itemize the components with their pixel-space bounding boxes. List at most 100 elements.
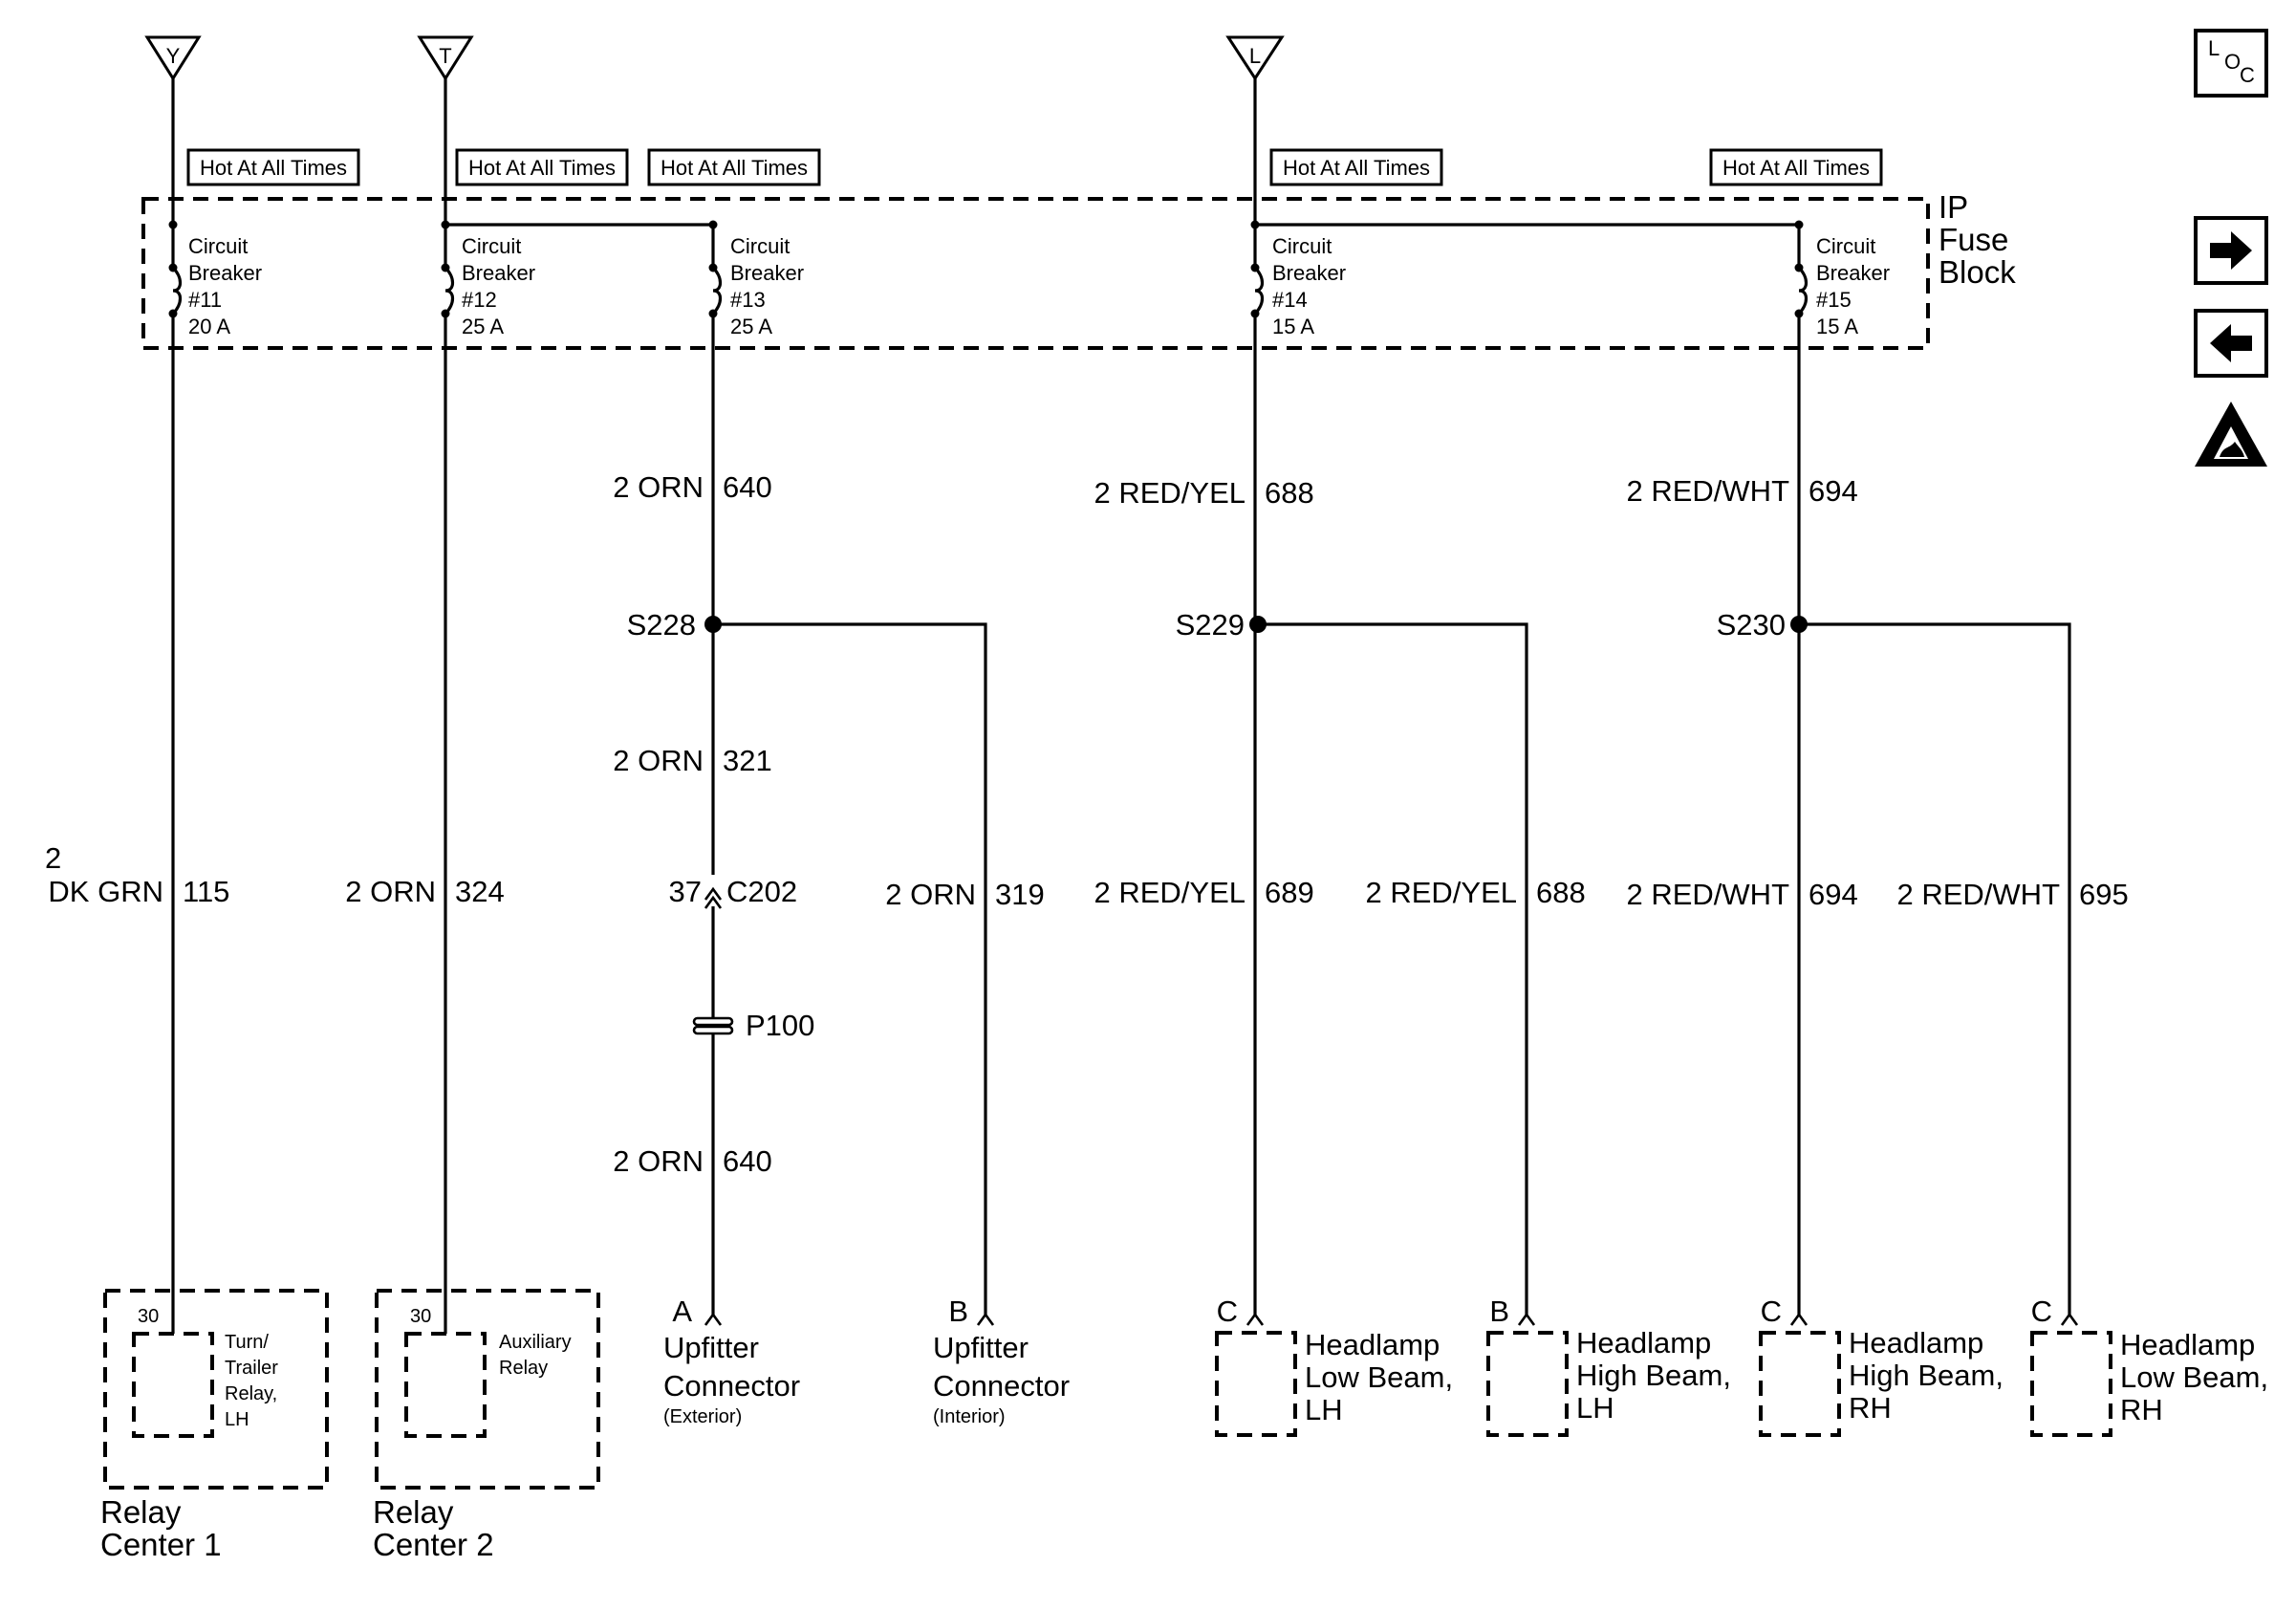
power-source-t: T: [417, 35, 474, 81]
previous-arrow-icon[interactable]: [2194, 309, 2268, 378]
svg-text:O: O: [2224, 50, 2241, 74]
svg-text:LH: LH: [1576, 1391, 1614, 1425]
svg-text:640: 640: [723, 470, 772, 504]
svg-text:694: 694: [1809, 474, 1858, 508]
circuit-breaker-13-label: Circuit Breaker #13 25 A: [730, 234, 804, 338]
wire-label-321: 2 ORN 321: [613, 744, 771, 777]
svg-text:#12: #12: [462, 288, 497, 312]
svg-text:Fuse: Fuse: [1939, 222, 2008, 257]
svg-text:Hot At All Times: Hot At All Times: [468, 156, 616, 180]
circuit-breaker-15-label: Circuit Breaker #15 15 A: [1816, 234, 1890, 338]
loc-icon[interactable]: L O C: [2194, 29, 2268, 98]
svg-text:324: 324: [455, 875, 505, 908]
hot-at-all-times-label: Hot At All Times: [186, 148, 360, 186]
svg-text:2: 2: [45, 841, 61, 875]
splice-s230: S230: [1717, 608, 1808, 642]
svg-text:Hot At All Times: Hot At All Times: [1283, 156, 1430, 180]
svg-text:(Interior): (Interior): [933, 1406, 1006, 1427]
svg-text:S230: S230: [1717, 608, 1786, 642]
branch-wire-688: [1255, 622, 1528, 1315]
svg-text:Hot At All Times: Hot At All Times: [1722, 156, 1870, 180]
svg-text:Breaker: Breaker: [462, 261, 535, 285]
svg-text:2 RED/WHT: 2 RED/WHT: [1627, 878, 1790, 911]
wire-label-640-top: 2 ORN 640: [613, 470, 771, 504]
circuit-breaker-14-label: Circuit Breaker #14 15 A: [1272, 234, 1346, 338]
svg-text:Circuit: Circuit: [730, 234, 790, 258]
svg-text:2 ORN: 2 ORN: [613, 744, 704, 777]
svg-text:Low Beam,: Low Beam,: [1305, 1360, 1453, 1394]
connector-c202: 37 C202: [669, 875, 797, 909]
svg-text:Y: Y: [166, 44, 181, 68]
svg-text:Trailer: Trailer: [225, 1358, 278, 1379]
svg-text:Hot At All Times: Hot At All Times: [661, 156, 808, 180]
svg-text:Circuit: Circuit: [462, 234, 521, 258]
svg-text:2 RED/YEL: 2 RED/YEL: [1094, 476, 1245, 510]
svg-text:C: C: [2240, 63, 2255, 87]
upfitter-connector-interior: B Upfitter Connector (Interior): [933, 1295, 1070, 1427]
svg-text:C: C: [1217, 1295, 1238, 1328]
circuit-breaker-symbol: [1253, 266, 1265, 315]
wire-label-694-top: 2 RED/WHT 694: [1627, 474, 1858, 508]
svg-text:695: 695: [2079, 878, 2129, 911]
circuit-breaker-12-label: Circuit Breaker #12 25 A: [462, 234, 535, 338]
svg-text:LH: LH: [225, 1409, 249, 1430]
svg-text:Headlamp: Headlamp: [1849, 1326, 1983, 1360]
svg-text:#15: #15: [1816, 288, 1852, 312]
hot-at-all-times-label: Hot At All Times: [1269, 148, 1443, 186]
circuit-breaker-11-label: Circuit Breaker #11 20 A: [188, 234, 262, 338]
svg-text:25 A: 25 A: [730, 315, 772, 338]
svg-text:Center 1: Center 1: [100, 1527, 222, 1562]
svg-text:A: A: [672, 1295, 692, 1328]
svg-text:RH: RH: [2120, 1393, 2163, 1426]
hot-at-all-times-label: Hot At All Times: [455, 148, 629, 186]
esd-warning-icon[interactable]: [2195, 402, 2267, 467]
svg-text:20 A: 20 A: [188, 315, 230, 338]
svg-text:Low Beam,: Low Beam,: [2120, 1360, 2268, 1394]
svg-text:2 RED/WHT: 2 RED/WHT: [1627, 474, 1790, 508]
svg-text:688: 688: [1265, 476, 1314, 510]
svg-text:S229: S229: [1176, 608, 1245, 642]
next-arrow-icon[interactable]: [2194, 216, 2268, 285]
svg-text:T: T: [439, 44, 451, 68]
svg-text:Breaker: Breaker: [1816, 261, 1890, 285]
svg-text:2 ORN: 2 ORN: [613, 1144, 704, 1178]
svg-text:#11: #11: [188, 288, 222, 312]
svg-text:30: 30: [410, 1306, 431, 1327]
svg-text:IP: IP: [1939, 189, 1968, 225]
svg-text:25 A: 25 A: [462, 315, 504, 338]
wire-label-694-low: 2 RED/WHT 694: [1627, 878, 1858, 911]
svg-text:#14: #14: [1272, 288, 1308, 312]
svg-text:Relay: Relay: [100, 1494, 182, 1530]
headlamp-high-beam-rh: C Headlamp High Beam, RH: [1759, 1295, 2004, 1437]
svg-text:688: 688: [1536, 876, 1586, 909]
svg-text:319: 319: [995, 878, 1045, 911]
hot-at-all-times-label: Hot At All Times: [647, 148, 821, 186]
svg-text:15 A: 15 A: [1816, 315, 1858, 338]
svg-text:2 ORN: 2 ORN: [345, 875, 436, 908]
svg-text:L: L: [1249, 44, 1261, 68]
svg-text:2 RED/WHT: 2 RED/WHT: [1897, 878, 2061, 911]
headlamp-low-beam-rh: C Headlamp Low Beam, RH: [2030, 1295, 2268, 1437]
connector-p100: P100: [692, 1009, 814, 1042]
svg-text:Circuit: Circuit: [188, 234, 248, 258]
circuit-breaker-symbol: [171, 266, 183, 315]
svg-text:B: B: [948, 1295, 968, 1328]
svg-text:Circuit: Circuit: [1272, 234, 1332, 258]
svg-text:2 ORN: 2 ORN: [885, 878, 976, 911]
svg-text:689: 689: [1265, 876, 1314, 909]
svg-text:Turn/: Turn/: [225, 1332, 269, 1353]
branch-wire-695: [1799, 622, 2071, 1315]
svg-text:Connector: Connector: [933, 1369, 1070, 1403]
svg-text:30: 30: [138, 1306, 159, 1327]
wire-label-640-low: 2 ORN 640: [613, 1144, 771, 1178]
power-source-y: Y: [144, 35, 202, 81]
svg-text:Breaker: Breaker: [730, 261, 804, 285]
svg-text:C202: C202: [726, 875, 797, 908]
svg-text:High Beam,: High Beam,: [1576, 1359, 1731, 1392]
svg-text:Relay,: Relay,: [225, 1383, 277, 1404]
svg-text:Upfitter: Upfitter: [933, 1331, 1029, 1364]
svg-text:115: 115: [183, 875, 229, 908]
svg-text:LH: LH: [1305, 1393, 1343, 1426]
power-source-l: L: [1225, 35, 1285, 81]
svg-text:Center 2: Center 2: [373, 1527, 494, 1562]
